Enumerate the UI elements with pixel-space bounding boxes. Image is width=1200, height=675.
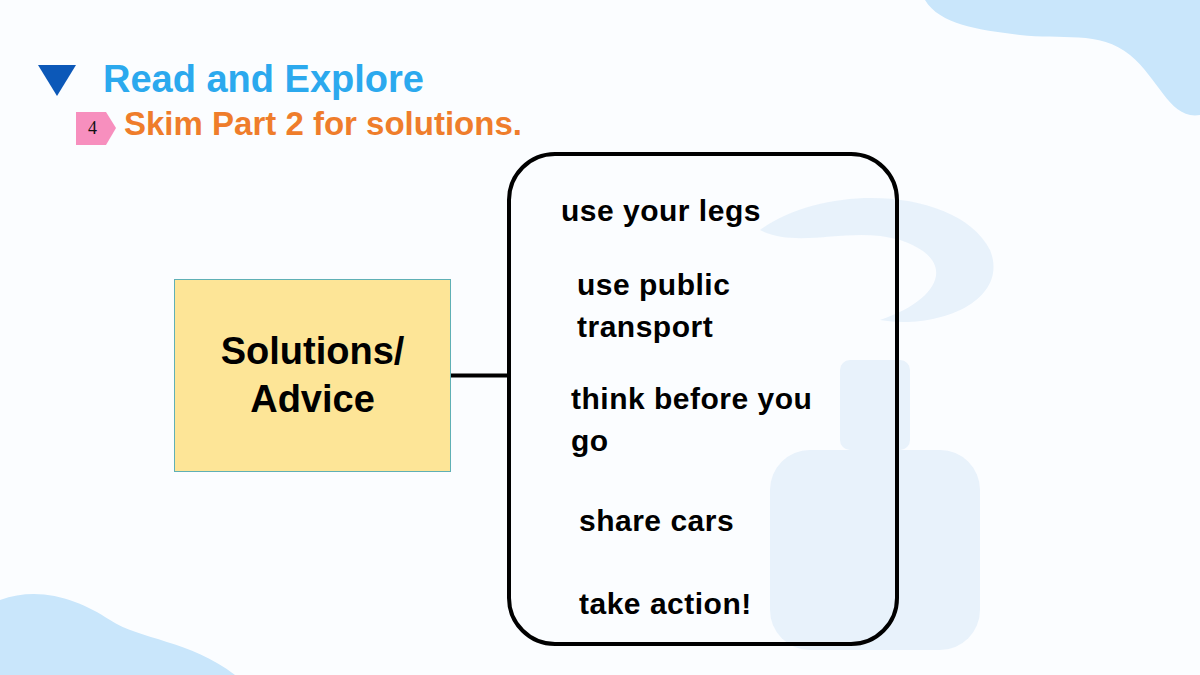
advice-panel: use your legs use public transport think b… <box>507 152 899 646</box>
advice-item: take action! <box>579 583 834 625</box>
topic-label: Solutions/ Advice <box>195 328 430 423</box>
connector-line <box>451 375 507 376</box>
title-marker <box>38 65 76 96</box>
badge-number: 4 <box>88 118 97 139</box>
advice-item: share cars <box>579 500 834 542</box>
faint-illustration <box>760 198 993 650</box>
subheading: Skim Part 2 for solutions. <box>124 105 522 143</box>
topic-box: Solutions/ Advice <box>174 279 451 472</box>
corner-blob <box>925 0 1200 115</box>
advice-item: think before you go <box>571 378 826 462</box>
corner-blob <box>0 594 235 675</box>
step-badge: 4 <box>76 112 116 145</box>
slide-title: Read and Explore <box>103 58 424 101</box>
advice-item: use your legs <box>561 190 816 232</box>
advice-item: use public transport <box>577 264 832 348</box>
